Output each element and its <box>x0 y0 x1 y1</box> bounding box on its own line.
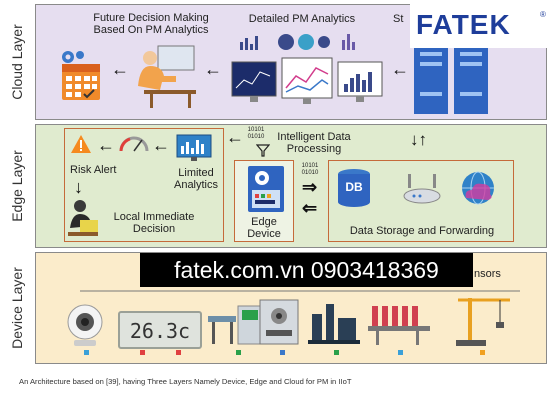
cloud-layer-label: Cloud Layer <box>8 24 25 100</box>
brand-name: FATEK <box>416 9 511 40</box>
router-icon <box>403 174 441 204</box>
arrow-left-3-icon: ← <box>391 59 409 79</box>
future-decision-label: Future Decision Making Based On PM Analy… <box>93 12 209 36</box>
cloud-servers-icon <box>414 44 488 114</box>
database-icon <box>338 169 370 207</box>
limited-analytics-monitor-icon <box>176 134 212 161</box>
device-layer-label: Device Layer <box>8 267 25 349</box>
fatek-logo: FATEK ® <box>410 0 551 48</box>
figure-caption: An Architecture based on [39], having Th… <box>19 377 352 386</box>
sensor-link-line <box>80 290 520 292</box>
up-down-arrows-icon: ↓↑ <box>410 130 427 149</box>
arrow-down-icon: ↓ <box>74 177 83 197</box>
temperature-display <box>118 311 202 349</box>
detailed-pm-label: Detailed PM Analytics <box>248 13 356 25</box>
status-dot-crane <box>480 350 485 355</box>
cloud-layer-label-wrap: Cloud Layer <box>0 4 33 120</box>
edge-layer-label: Edge Layer <box>8 150 25 222</box>
refinery-icon <box>308 304 360 344</box>
status-dot-conveyor <box>236 350 241 355</box>
bottling-line-icon <box>368 306 430 345</box>
database-label: DB <box>345 180 363 194</box>
data-storage-label: Data Storage and Forwarding <box>349 225 495 237</box>
status-dot-refinery <box>334 350 339 355</box>
storage-label-partial: St <box>393 13 404 25</box>
status-dot-machine <box>280 350 285 355</box>
warning-icon <box>71 135 91 153</box>
gauge-icon <box>119 136 149 152</box>
binary-stream-1: 10101 01010 <box>247 127 265 140</box>
status-dot-bottling <box>398 350 403 355</box>
edge-device-icon <box>248 166 284 212</box>
industrial-machine-icon <box>259 299 299 345</box>
arrow-left-edge-icon: ← <box>226 127 244 147</box>
edge-layer-label-wrap: Edge Layer <box>0 124 33 248</box>
person-at-desk-icon <box>138 45 196 108</box>
calendar-gear-icon <box>62 51 100 100</box>
binary-stream-2: 10101 01010 <box>301 163 319 176</box>
edge-device-label: Edge Device <box>247 216 281 240</box>
arrow-right-icon: ⇒ <box>302 177 318 197</box>
analytics-dashboard-icon <box>231 34 383 104</box>
status-dot-camera <box>84 350 89 355</box>
status-dot-display-2 <box>176 350 181 355</box>
cloud-globe-icon <box>462 171 494 205</box>
conveyor-machine-icon <box>208 305 263 345</box>
camera-sensor-icon <box>67 304 103 346</box>
arrow-left-gauge-icon: ← <box>152 135 170 155</box>
limited-analytics-label: Limited Analytics <box>173 167 219 191</box>
device-layer-label-wrap: Device Layer <box>0 252 33 364</box>
sensors-label-partial: nsors <box>474 268 501 280</box>
arrow-left-risk-icon: ← <box>97 135 115 155</box>
arrow-left-storage-icon: ⇐ <box>302 198 318 218</box>
edge-analytics-box <box>64 128 224 242</box>
contact-banner: fatek.com.vn 0903418369 <box>140 253 473 287</box>
brand-registered-mark: ® <box>540 10 546 19</box>
person-decision-icon <box>68 200 98 236</box>
filter-funnel-icon <box>256 144 270 157</box>
local-decision-label: Local Immediate Decision <box>113 211 195 235</box>
risk-alert-label: Risk Alert <box>70 164 117 176</box>
arrow-left-1-icon: ← <box>111 59 129 79</box>
intelligent-processing-label: Intelligent Data Processing <box>277 131 351 155</box>
arrow-left-2-icon: ← <box>204 59 222 79</box>
temperature-value: 26.3c <box>129 319 191 343</box>
status-dot-display-1 <box>140 350 145 355</box>
storage-box <box>328 160 514 242</box>
crane-icon <box>456 298 510 346</box>
